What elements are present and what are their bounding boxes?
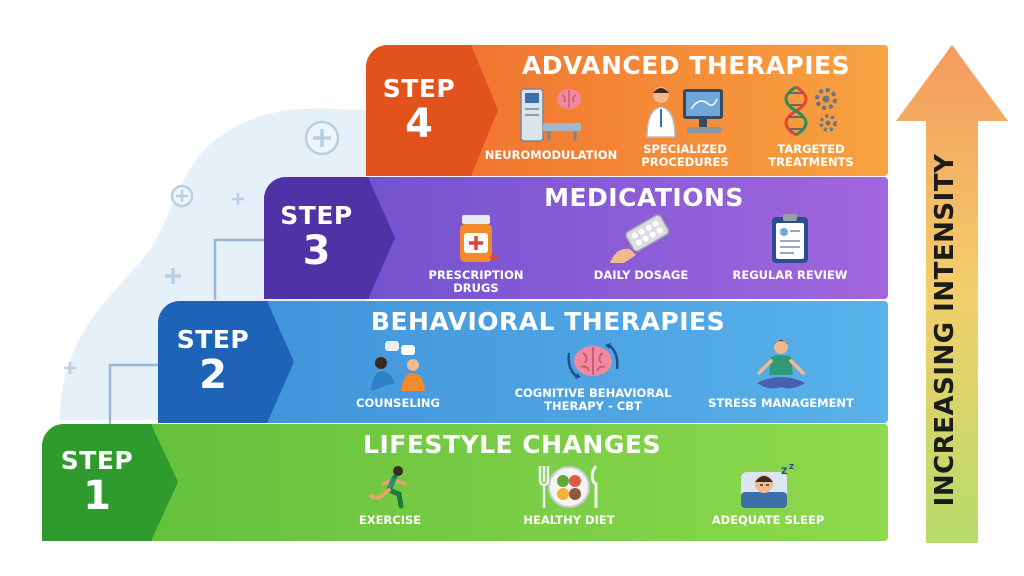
- step-label: STEP: [382, 73, 456, 103]
- item-daily-dosage: DAILY DOSAGE: [586, 213, 696, 282]
- item-prescription-drugs: PRESCRIPTION DRUGS: [420, 213, 532, 295]
- item-counseling: COUNSELING: [350, 339, 446, 410]
- step-3-title: MEDICATIONS: [544, 183, 744, 212]
- step-label: STEP: [280, 201, 353, 230]
- item-adequate-sleep: Z Z ADEQUATE SLEEP: [708, 462, 828, 527]
- item-label: HEALTHY DIET: [523, 513, 615, 527]
- item-regular-review: REGULAR REVIEW: [728, 213, 852, 282]
- step-number: 2: [199, 352, 227, 398]
- plus-icon: [64, 120, 340, 374]
- item-neuromodulation: NEUROMODULATION: [484, 83, 618, 162]
- item-label: SPECIALIZED PROCEDURES: [641, 142, 729, 169]
- svg-text:Z: Z: [789, 463, 794, 471]
- step-4-badge: STEP 4: [366, 45, 498, 176]
- step-label: STEP: [60, 445, 134, 475]
- step-2-title: BEHAVIORAL THERAPIES: [370, 307, 726, 336]
- step-1-title: LIFESTYLE CHANGES: [363, 430, 661, 459]
- item-label: EXERCISE: [358, 513, 422, 527]
- item-label: COGNITIVE BEHAVIORAL THERAPY - CBT: [514, 386, 672, 413]
- brain-cycle-icon: [567, 343, 619, 379]
- step-3-badge: STEP 3: [264, 177, 395, 299]
- counseling-icon: [371, 341, 425, 391]
- step-number: 3: [302, 228, 331, 274]
- sleeping-person-icon: Z Z: [741, 463, 794, 508]
- step-label: STEP: [176, 325, 250, 354]
- clipboard-icon: [772, 214, 808, 263]
- item-label: COUNSELING: [356, 396, 440, 410]
- item-label: DAILY DOSAGE: [593, 268, 689, 282]
- step-2-badge: STEP 2: [158, 301, 294, 423]
- item-label: NEUROMODULATION: [484, 148, 618, 162]
- pill-bottle-icon: [460, 215, 498, 262]
- neuromodulation-machine-icon: [520, 88, 581, 142]
- pill-pack-icon: [610, 214, 670, 263]
- item-cbt: COGNITIVE BEHAVIORAL THERAPY - CBT: [498, 339, 688, 413]
- step-4-title: ADVANCED THERAPIES: [521, 51, 851, 80]
- step-1-panel: STEP 1 LIFESTYLE CHANGES EXERCISE: [42, 424, 888, 541]
- item-label: TARGETED TREATMENTS: [768, 142, 854, 169]
- item-label: ADEQUATE SLEEP: [711, 513, 825, 527]
- item-targeted-treatments: TARGETED TREATMENTS: [756, 83, 866, 169]
- item-specialized-procedures: SPECIALIZED PROCEDURES: [630, 83, 740, 169]
- step-number: 4: [405, 100, 433, 147]
- meditation-icon: [757, 340, 805, 389]
- item-healthy-diet: HEALTHY DIET: [514, 464, 624, 527]
- item-label: STRESS MANAGEMENT: [708, 396, 854, 410]
- step-number: 1: [83, 472, 111, 519]
- running-person-icon: [369, 466, 407, 509]
- healthy-plate-icon: [538, 465, 598, 508]
- doctor-monitor-icon: [646, 87, 723, 138]
- intensity-arrow-icon: [896, 45, 1008, 543]
- item-stress-management: STRESS MANAGEMENT: [706, 335, 856, 410]
- step-4-panel: STEP 4 ADVANCED THERAPIES NEUROMODULATIO…: [366, 45, 888, 176]
- item-exercise: EXERCISE: [346, 464, 434, 527]
- intensity-label: INCREASING INTENSITY: [930, 153, 960, 507]
- svg-text:Z: Z: [781, 467, 788, 477]
- step-2-panel: STEP 2 BEHAVIORAL THERAPIES COUNSELING: [158, 301, 888, 423]
- step-1-badge: STEP 1: [42, 424, 178, 541]
- item-label: PRESCRIPTION DRUGS: [428, 268, 524, 295]
- step-3-panel: STEP 3 MEDICATIONS PRESCRIPTION DRUGS: [264, 177, 888, 299]
- item-label: REGULAR REVIEW: [732, 268, 848, 282]
- dna-gears-icon: [784, 85, 837, 137]
